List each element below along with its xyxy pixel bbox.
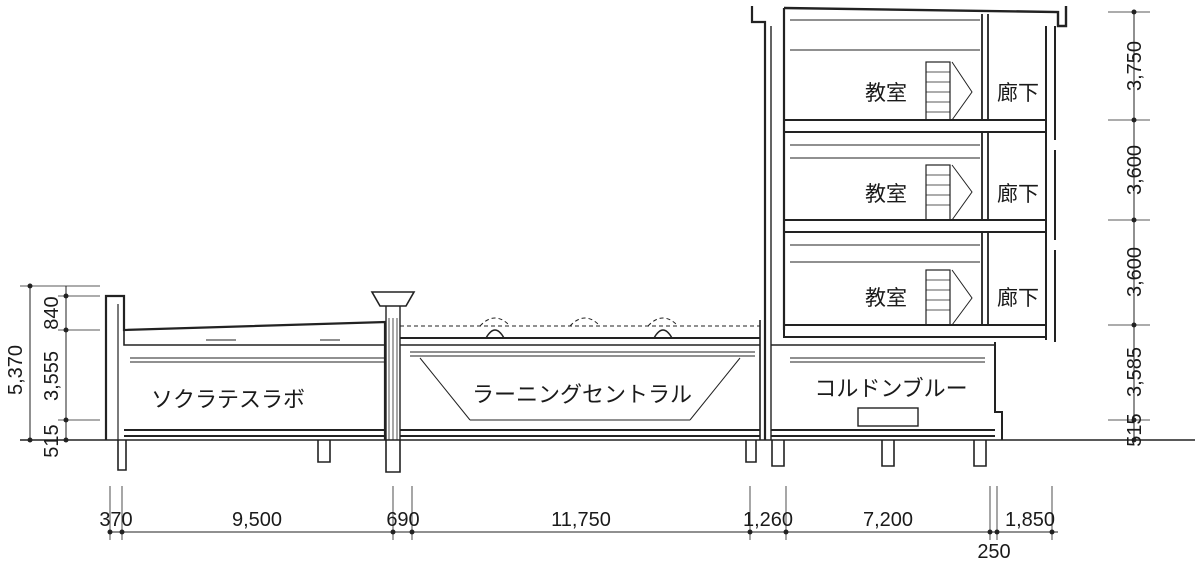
bottom-dimension-chain	[107, 486, 1058, 540]
dim-left-bottom: 515	[41, 424, 63, 457]
room-label-classroom-3f: 教室	[865, 81, 907, 105]
left-dimension-chain	[20, 283, 100, 443]
dim-bottom-370: 370	[99, 509, 132, 531]
dim-bottom-1850: 1,850	[1005, 509, 1055, 531]
classroom-tower-section	[750, 6, 1068, 467]
dim-right-bottom: 515	[1124, 413, 1146, 446]
dim-bottom-9500: 9,500	[232, 509, 282, 531]
dim-right-f1: 3,600	[1124, 247, 1146, 297]
dim-left-mid: 3,555	[41, 351, 63, 401]
socrates-lab-section	[104, 294, 387, 471]
dim-right-f2: 3,600	[1124, 145, 1146, 195]
dim-bottom-1260: 1,260	[743, 509, 793, 531]
room-label-corridor-2f: 廊下	[997, 182, 1039, 206]
room-label-corridor-3f: 廊下	[997, 81, 1039, 105]
room-label-socrates-lab: ソクラテスラボ	[151, 388, 305, 413]
dim-left-total: 5,370	[5, 345, 27, 395]
room-label-classroom-1f: 教室	[865, 286, 907, 310]
dim-right-gf: 3,585	[1124, 347, 1146, 397]
stair-shaft	[370, 291, 416, 473]
room-label-corridor-1f: 廊下	[997, 286, 1039, 310]
right-dimension-chain	[1108, 9, 1150, 443]
room-label-colden-bleu: コルドンブルー	[814, 377, 967, 402]
dim-left-top: 840	[41, 296, 63, 329]
dim-bottom-11750: 11,750	[551, 509, 611, 531]
room-label-learning-central: ラーニングセントラル	[472, 383, 692, 408]
dim-bottom-250: 250	[977, 541, 1010, 563]
room-label-classroom-2f: 教室	[865, 182, 907, 206]
dim-right-f3: 3,750	[1124, 41, 1146, 91]
learning-central-section	[400, 317, 761, 463]
dim-bottom-7200: 7,200	[863, 509, 913, 531]
dim-bottom-690: 690	[386, 509, 419, 531]
